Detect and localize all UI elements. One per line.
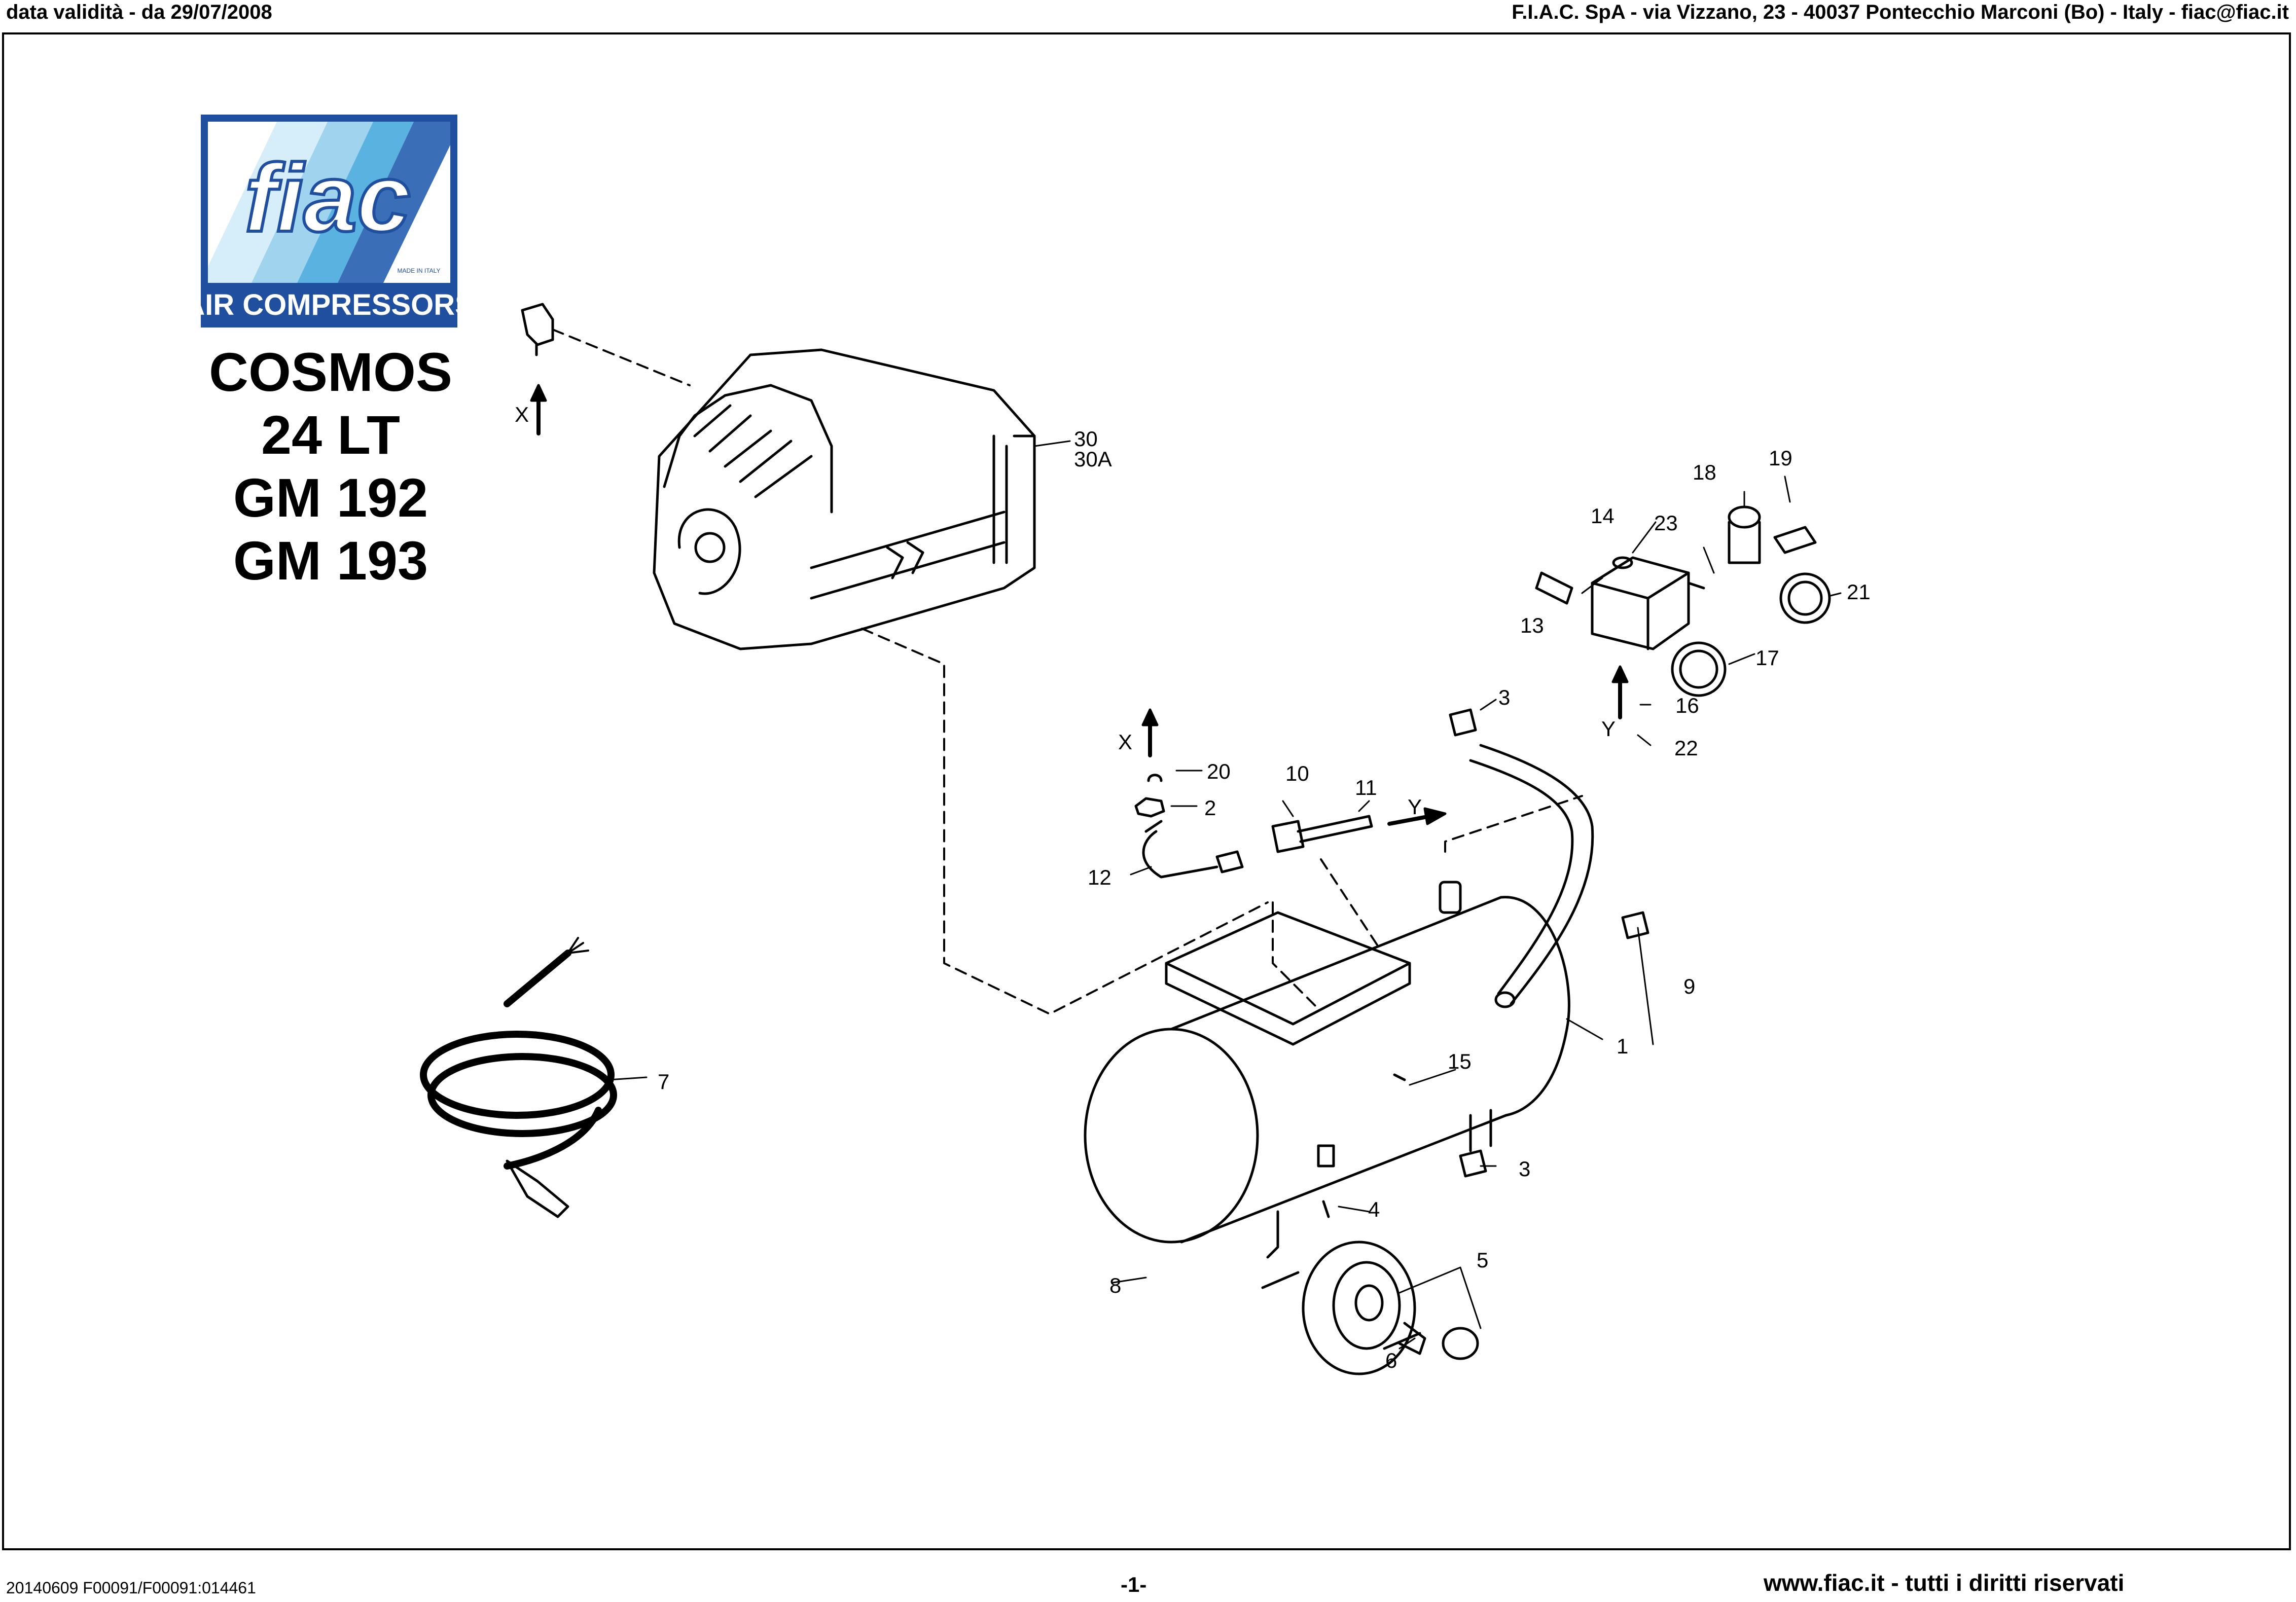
arrow-y-right [1387,814,1432,826]
label-part-11: 11 [1355,776,1377,799]
wheel-assembly [1261,1241,1479,1375]
label-part-5: 5 [1477,1248,1488,1272]
plug [506,1159,569,1218]
label-part-19: 19 [1769,446,1792,470]
power-cord [420,950,617,1170]
pressure-regulator [1728,505,1817,564]
label-part-16: 16 [1675,694,1699,717]
pressure-switch [1535,556,1705,650]
label-part-30a: 30A [1074,447,1112,471]
label-part-12: 12 [1088,865,1111,889]
label-part-15: 15 [1448,1049,1472,1073]
label-x-1: X [515,403,529,426]
check-valve [1271,815,1373,853]
label-y-2: Y [1408,795,1422,819]
model-name: COSMOS [208,341,453,403]
model-capacity: 24 LT [261,404,401,465]
label-y-1: Y [1601,717,1616,741]
label-part-22: 22 [1674,736,1698,760]
logo-tagline: AIR COMPRESSORS [201,288,457,321]
air-tank [1084,881,1570,1259]
label-x-2: X [1118,730,1132,754]
fiac-logo: fiac MADE IN ITALY AIR COMPRESSORS [201,115,457,327]
compressor-head [653,348,1036,650]
validity-date: data validità - da 29/07/2008 [6,1,272,23]
delivery-pipe [1469,744,1594,1008]
label-part-18: 18 [1693,460,1716,484]
logo-brand: fiac [244,144,410,252]
drawing-frame [2,32,2291,1550]
label-part-8: 8 [1109,1273,1121,1297]
website-rights: www.fiac.it - tutti i diritti riservati [1764,1570,2125,1596]
page-number: -1- [1121,1573,1147,1596]
model-code-2: GM 193 [233,530,428,591]
label-part-3b: 3 [1519,1157,1530,1181]
document-code: 20140609 F00091/F00091:014461 [6,1579,256,1597]
label-part-13: 13 [1520,613,1544,637]
label-part-6: 6 [1385,1349,1397,1372]
mounting-bracket [1165,911,1411,1046]
label-part-20: 20 [1207,759,1231,783]
label-part-30: 30 [1074,427,1098,451]
label-part-7: 7 [658,1070,669,1094]
label-part-14: 14 [1591,504,1615,528]
label-part-2: 2 [1204,796,1216,820]
label-part-10: 10 [1285,761,1309,785]
label-part-1: 1 [1617,1034,1628,1058]
label-part-17: 17 [1755,646,1779,670]
label-part-21: 21 [1847,580,1871,604]
company-address: F.I.A.C. SpA - via Vizzano, 23 - 40037 P… [1512,1,2289,23]
pressure-gauge [1671,572,1831,697]
model-code-1: GM 192 [233,467,428,528]
plug-fitting [1449,708,1477,737]
label-part-9: 9 [1683,974,1695,998]
label-part-3a: 3 [1498,685,1510,709]
label-part-23: 23 [1654,511,1678,535]
label-part-4: 4 [1368,1197,1380,1221]
drain-fitting [1621,911,1649,939]
logo-made-in: MADE IN ITALY [398,267,441,274]
elbow-fitting [521,303,554,356]
